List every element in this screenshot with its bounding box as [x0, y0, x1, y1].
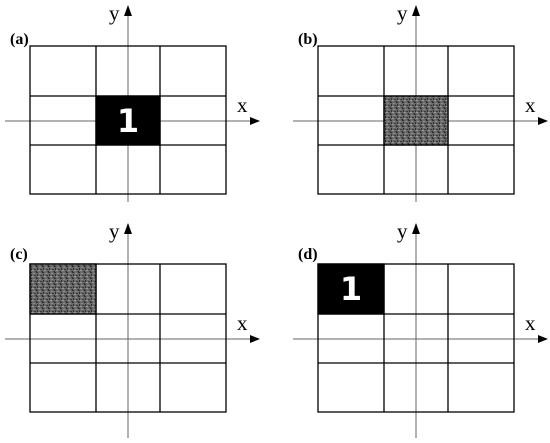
y-axis-label: y: [109, 219, 120, 243]
x-axis-label: x: [525, 93, 536, 117]
highlighted-cell: [29, 263, 97, 315]
highlighted-cell: [317, 263, 385, 315]
x-axis-label: x: [237, 311, 248, 335]
x-axis-arrow: [538, 117, 548, 125]
cell-number: 1: [117, 102, 139, 140]
panel-label: (a): [10, 31, 29, 48]
x-axis-arrow: [250, 335, 260, 343]
grid-outline: [29, 263, 227, 413]
y-axis-arrow: [124, 5, 132, 16]
cell-number: 1: [340, 270, 362, 308]
panel-a: 1 (a) x y: [5, 1, 260, 202]
y-axis-label: y: [397, 219, 408, 243]
grid-outline: [29, 45, 227, 195]
y-axis-arrow: [412, 5, 420, 16]
x-axis-label: x: [525, 311, 536, 335]
highlighted-cell: [383, 95, 449, 146]
panel-label: (c): [10, 246, 28, 263]
grid-outline: [317, 263, 515, 413]
y-axis-label: y: [397, 1, 408, 25]
panel-c: (c) x y: [5, 219, 260, 438]
highlighted-cell: [95, 95, 161, 146]
panel-label: (d): [298, 246, 318, 263]
panel-label: (b): [298, 31, 318, 48]
y-axis-arrow: [412, 223, 420, 234]
x-axis-label: x: [237, 93, 248, 117]
panel-d: 1 (d) x y: [293, 219, 548, 438]
panel-b: (b) x y: [293, 1, 548, 202]
grid-outline: [317, 45, 515, 195]
y-axis-label: y: [109, 1, 120, 25]
x-axis-arrow: [250, 117, 260, 125]
y-axis-arrow: [124, 223, 132, 234]
x-axis-arrow: [538, 335, 548, 343]
